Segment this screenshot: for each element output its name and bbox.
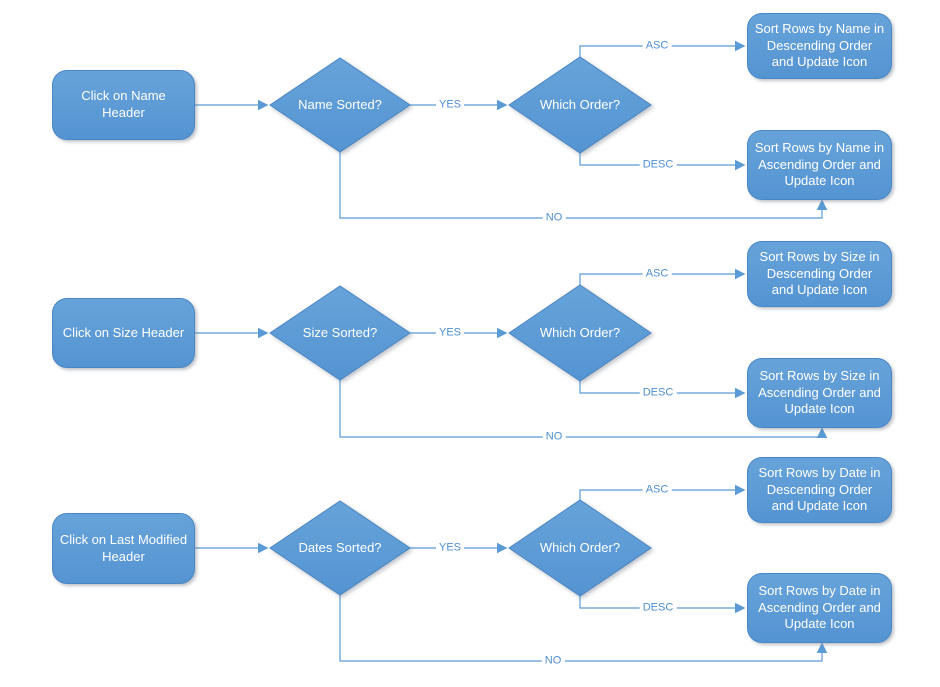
edge-label-no: NO (542, 430, 566, 444)
decision-diamond-order (508, 56, 652, 154)
connector-desc (579, 596, 746, 614)
result-node-descending: Sort Rows by Date in Descending Order an… (747, 457, 892, 523)
edge-label-desc: DESC (639, 386, 677, 400)
connector-desc (579, 381, 746, 399)
start-node: Click on Size Header (52, 298, 195, 368)
decision-diamond-sorted (269, 285, 411, 381)
connector-no (339, 152, 828, 219)
connector-asc (579, 40, 746, 57)
connector-asc (579, 484, 746, 500)
decision-diamond-sorted (269, 500, 411, 596)
connector-no (339, 595, 828, 662)
result-node-descending: Sort Rows by Size in Descending Order an… (747, 241, 892, 307)
result-node-ascending: Sort Rows by Name in Ascending Order and… (747, 130, 892, 200)
decision-diamond-order (508, 284, 652, 382)
decision-diamond-order (508, 499, 652, 597)
edge-label-asc: ASC (642, 267, 672, 281)
result-node-ascending: Sort Rows by Size in Ascending Order and… (747, 358, 892, 428)
edge-label-no: NO (542, 211, 566, 225)
edge-label-desc: DESC (639, 158, 677, 172)
edge-label-yes: YES (435, 541, 465, 555)
edge-label-no: NO (541, 654, 565, 668)
connector-no (339, 380, 828, 439)
edge-label-asc: ASC (642, 483, 672, 497)
result-node-descending: Sort Rows by Name in Descending Order an… (747, 13, 892, 79)
edge-label-yes: YES (435, 326, 465, 340)
start-node: Click on Last Modified Header (52, 513, 195, 584)
edge-label-yes: YES (435, 98, 465, 112)
edge-label-asc: ASC (642, 39, 672, 53)
decision-diamond-sorted (269, 57, 411, 153)
connector-asc (579, 268, 746, 285)
start-node: Click on Name Header (52, 70, 195, 140)
edge-label-desc: DESC (639, 601, 677, 615)
connector-desc (579, 153, 746, 171)
result-node-ascending: Sort Rows by Date in Ascending Order and… (747, 573, 892, 643)
